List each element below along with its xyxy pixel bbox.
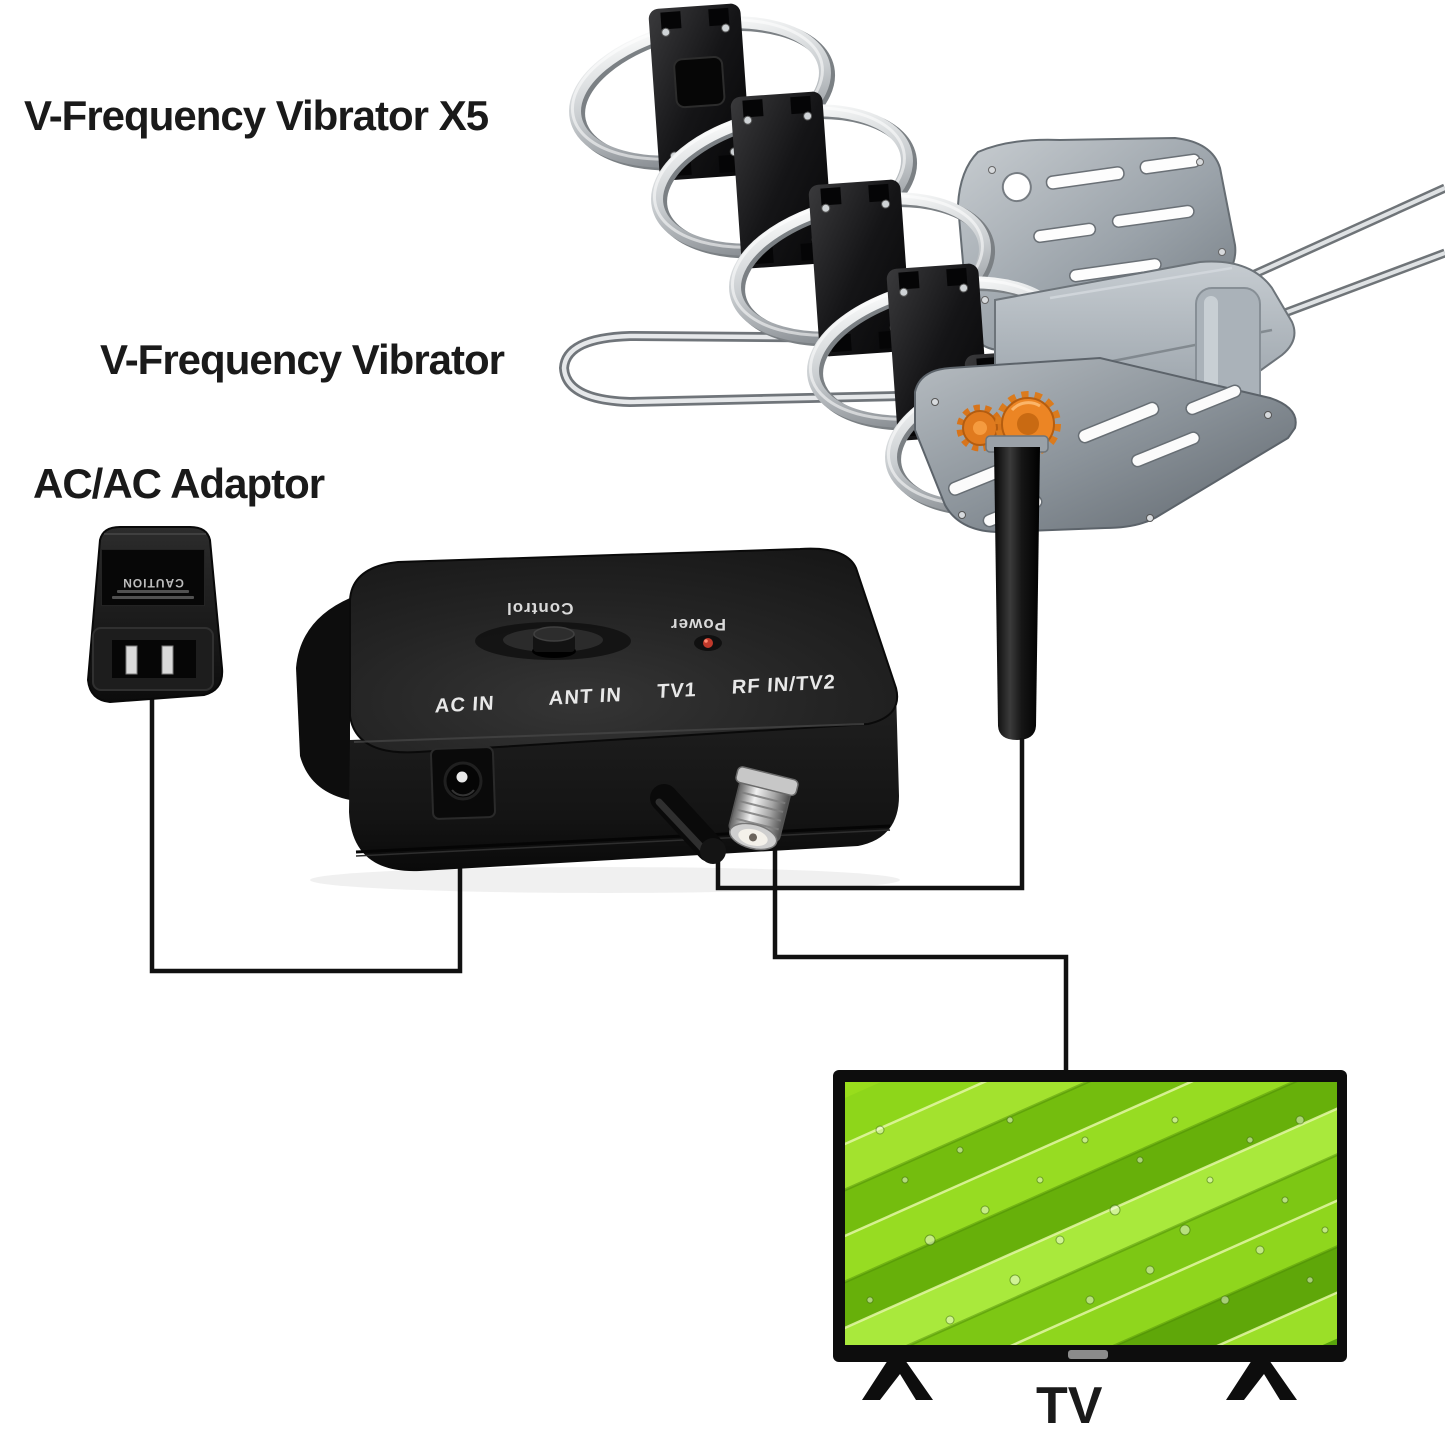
dc-jack [430,746,496,820]
connection-line-rf-to-tv [772,846,1069,1078]
v-frequency-vibrator [558,330,993,408]
connection-lines [149,696,1069,1078]
port-label-ac-in: AC IN [434,692,496,718]
connection-line-adapter-to-acin [149,696,463,974]
tv-screen [845,1082,1337,1345]
label-tv: TV [1036,1377,1103,1435]
label-ac-ac-adaptor: AC/AC Adaptor [33,460,325,507]
power-label: Power [670,615,727,634]
caution-fine-print-bar [112,596,194,599]
power-led [694,635,722,651]
tv-logo-tab [1068,1350,1108,1359]
caution-fine-print-bar [117,590,189,593]
adapter-caution-label: CAUTION [101,549,205,606]
control-box-graphic [296,547,900,893]
antenna-graphic [558,3,1445,740]
tv1-cable [650,784,726,864]
label-v-frequency-vibrator: V-Frequency Vibrator [100,336,505,383]
vibrator-loop [729,179,996,357]
label-v-frequency-vibrator-x5: V-Frequency Vibrator X5 [24,92,489,139]
connection-line-tv1-to-antenna [715,738,1025,891]
tv-graphic [833,1070,1347,1400]
f-connector [728,766,799,851]
control-knob [475,622,631,660]
caution-text: CAUTION [122,576,184,590]
control-knob-label: Control [506,599,574,618]
mast-pole [985,435,1049,740]
vibrator-loop [651,91,918,269]
port-label-tv1: TV1 [656,678,698,704]
port-label-ant-in: ANT IN [548,684,623,710]
tv-stand [862,1360,1297,1400]
